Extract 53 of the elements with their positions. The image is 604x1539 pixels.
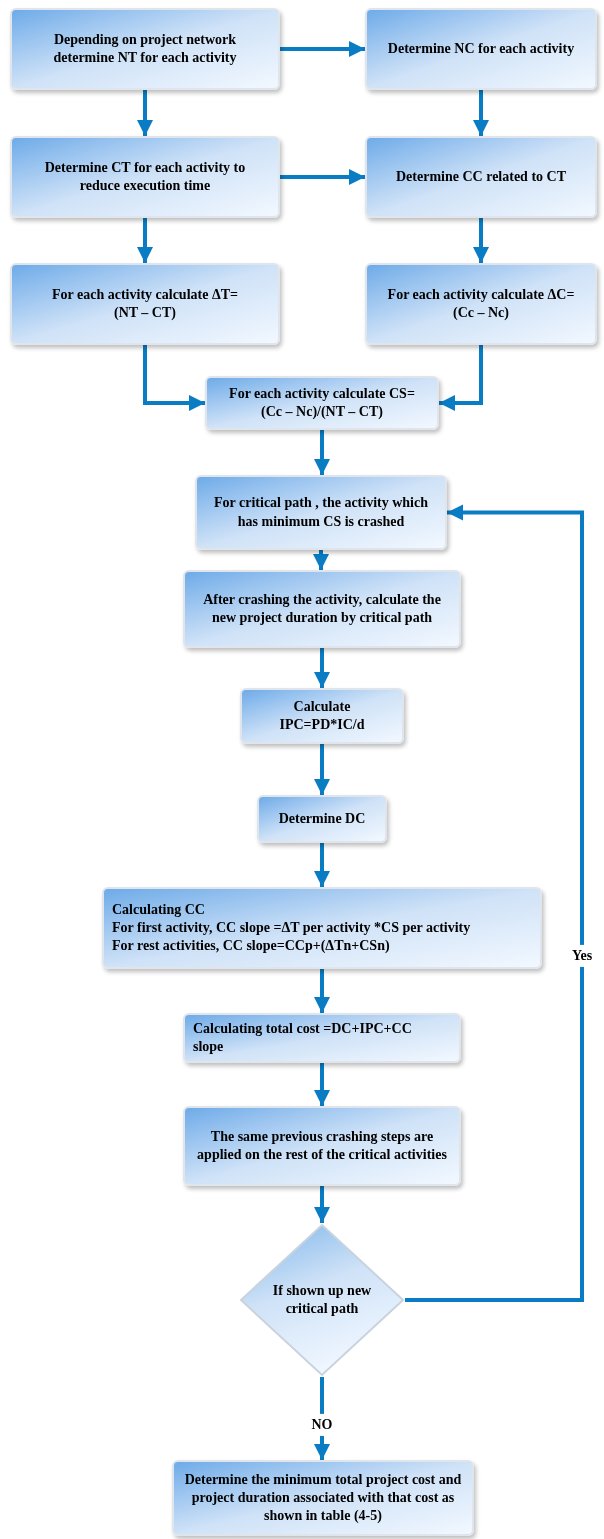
arrow — [314, 969, 330, 1013]
arrow — [314, 843, 330, 887]
arrow — [314, 1063, 330, 1106]
node-text: Determine DC — [278, 809, 366, 828]
node-text: Determine CC related to CT — [396, 167, 566, 186]
arrow — [280, 169, 365, 185]
node-text: For each activity calculate ΔT=(NT – CT) — [52, 285, 238, 322]
arrow — [314, 430, 330, 475]
process-box — [102, 887, 542, 969]
process-box — [195, 475, 447, 550]
node-text: Depending on project network determine NT for each activity — [52, 30, 238, 67]
node-text: Determine the minimum total project cost and project duration associated with that cost as shown in table (4-5) — [183, 1470, 463, 1526]
node-text: For each activity calculate ΔC=(Cc – Nc) — [387, 285, 575, 322]
process-box — [10, 8, 280, 90]
process-box — [10, 263, 280, 345]
arrow — [473, 90, 489, 136]
process-box — [172, 1460, 474, 1536]
node-text: After crashing the activity, calculate the new project duration by critical path — [202, 590, 442, 627]
arrow — [473, 218, 489, 263]
arrow — [314, 1186, 330, 1223]
node-text: For rest activities, CC slope=CCp+(ΔTn+CSn) — [112, 937, 390, 956]
edge-label: NO — [309, 1413, 335, 1436]
node-text: The same previous crashing steps are applied on the rest of the critical activities — [196, 1127, 448, 1164]
process-box — [365, 263, 597, 345]
process-box — [183, 1013, 461, 1063]
arrow — [314, 744, 330, 795]
arrow — [137, 90, 153, 136]
decision-diamond — [239, 1223, 405, 1377]
node-text: Calculating total cost =DC+IPC+CC slope — [193, 1019, 413, 1056]
node-text: If shown up new critical path — [271, 1281, 373, 1318]
arrow — [405, 504, 584, 1302]
arrow — [143, 345, 205, 411]
process-box — [365, 136, 597, 218]
node-text: Calculating CC — [112, 900, 205, 919]
arrow — [314, 648, 330, 688]
process-box — [365, 8, 597, 90]
node-text: For first activity, CC slope =ΔT per activity *CS per activity — [112, 918, 471, 937]
process-box — [183, 570, 461, 648]
arrow — [280, 41, 365, 57]
node-text: For each activity calculate CS=(Cc – Nc)/(NT – CT) — [229, 384, 415, 421]
process-box — [257, 795, 387, 843]
arrow — [439, 345, 483, 411]
arrow — [137, 218, 153, 263]
node-text: For critical path , the activity which has minimum CS is crashed — [213, 494, 429, 531]
node-text: Calculate IPC=PD*IC/d — [278, 697, 366, 734]
process-box — [183, 1106, 461, 1186]
process-box — [10, 136, 280, 218]
process-box — [205, 376, 439, 430]
arrow — [313, 550, 329, 570]
process-box — [240, 688, 404, 744]
edge-label: Yes — [569, 945, 595, 968]
node-text: Determine CT for each activity to reduce execution time — [43, 158, 247, 195]
node-text: Determine NC for each activity — [387, 39, 575, 58]
